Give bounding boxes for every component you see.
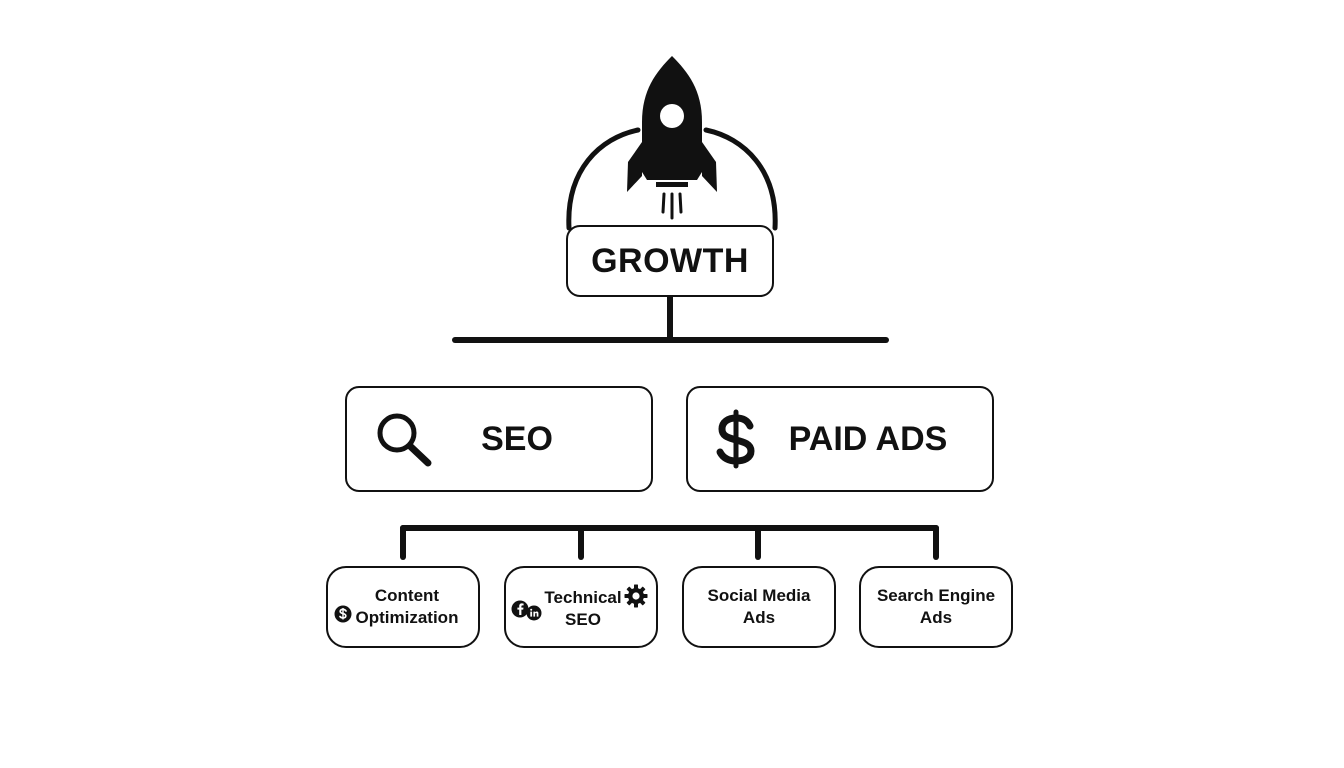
seo-label: SEO	[481, 419, 553, 458]
dollar-sign-icon	[716, 409, 755, 469]
social-media-ads-label: Social Media Ads	[707, 586, 811, 627]
search-engine-ads-label: Search Engine Ads	[876, 586, 996, 627]
content-optimization-label: Content Optimization	[355, 586, 459, 627]
gear-icon	[624, 584, 648, 608]
search-icon	[377, 413, 432, 467]
linkedin-icon	[526, 605, 542, 621]
paid-ads-node: PAID ADS	[686, 386, 994, 492]
technical-seo-label: Technical SEO	[544, 588, 622, 629]
rocket-arc-right	[703, 127, 778, 231]
search-engine-ads-node: Search Engine Ads	[859, 566, 1013, 648]
facebook-icon	[511, 600, 529, 618]
dollar-circle-icon	[334, 605, 352, 623]
technical-seo-node: Technical SEO	[504, 566, 658, 648]
paid-ads-label: PAID ADS	[788, 419, 948, 458]
content-optimization-node: Content Optimization	[326, 566, 480, 648]
growth-node: GROWTH	[566, 225, 774, 297]
rocket-arc	[566, 127, 641, 231]
growth-label: GROWTH	[591, 241, 749, 280]
seo-node: SEO	[345, 386, 653, 492]
rocket-icon	[566, 56, 778, 231]
social-media-ads-node: Social Media Ads	[682, 566, 836, 648]
